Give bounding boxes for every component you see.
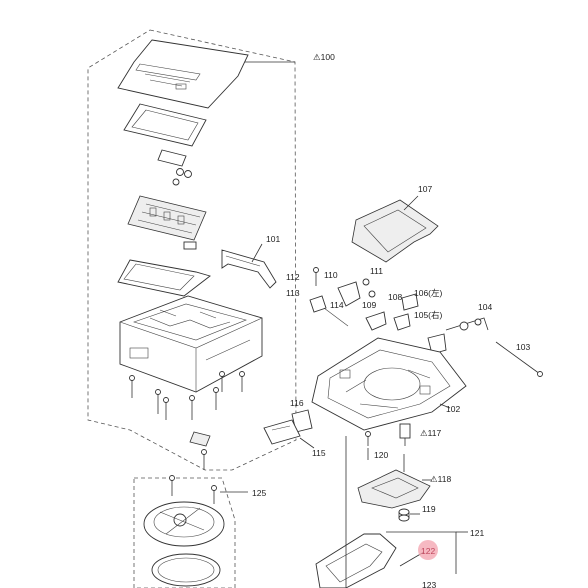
label-121: 121 bbox=[470, 528, 484, 538]
label-103: 103 bbox=[516, 342, 530, 352]
leader-101 bbox=[251, 243, 263, 263]
part-lid-housing bbox=[119, 295, 263, 393]
label-120: 120 bbox=[374, 450, 388, 460]
label-110: 110 bbox=[324, 270, 338, 280]
part-119-ferrite bbox=[398, 508, 410, 522]
group-100-dashed-boundary bbox=[87, 29, 297, 471]
part-hinge-clip bbox=[189, 431, 211, 447]
label-113: 113 bbox=[286, 288, 300, 298]
part-100-top-cover bbox=[117, 39, 249, 109]
part-seal-ring bbox=[117, 259, 211, 297]
label-102: 102 bbox=[446, 404, 460, 414]
part-120-screw bbox=[365, 431, 371, 446]
part-115-button-assembly bbox=[263, 419, 301, 445]
label-117: ⚠117 bbox=[420, 428, 441, 438]
label-115: 115 bbox=[312, 448, 326, 458]
label-112: 112 bbox=[286, 272, 300, 282]
label-111: 111 bbox=[370, 266, 383, 276]
label-123: 123 bbox=[422, 580, 436, 588]
part-113-bracket bbox=[309, 295, 327, 313]
label-119: 119 bbox=[422, 504, 436, 514]
label-104: 104 bbox=[478, 302, 492, 312]
part-121-inner-pot bbox=[315, 533, 397, 588]
part-111-spring bbox=[362, 278, 376, 298]
leader-107 bbox=[403, 195, 419, 211]
leader-115 bbox=[299, 437, 315, 449]
part-connector bbox=[183, 241, 197, 250]
part-106-hinge-left bbox=[401, 293, 419, 311]
part-control-board bbox=[127, 195, 207, 241]
part-inner-lid-gasket bbox=[151, 553, 221, 587]
part-103-shaft-end bbox=[537, 371, 543, 377]
part-small-button bbox=[157, 149, 187, 167]
part-bottom-screw bbox=[201, 449, 207, 470]
part-109-latch bbox=[365, 311, 387, 331]
highlight-marker-122[interactable] bbox=[418, 540, 438, 560]
label-116: 116 bbox=[290, 398, 304, 408]
leader-102 bbox=[439, 403, 451, 409]
part-107-plate bbox=[351, 199, 439, 263]
part-103-hinge-shaft bbox=[495, 341, 541, 375]
label-106: 106(左) bbox=[414, 288, 443, 298]
part-101-side-cover bbox=[221, 249, 277, 289]
label-108: 108 bbox=[388, 292, 402, 302]
part-102-body-frame bbox=[311, 337, 467, 431]
part-frame-gasket bbox=[123, 103, 207, 147]
label-125: 125 bbox=[252, 488, 266, 498]
label-100: ⚠100 bbox=[313, 52, 335, 62]
part-seal-ring-inner bbox=[123, 263, 195, 291]
part-117-sensor bbox=[399, 423, 411, 446]
label-107: 107 bbox=[418, 184, 432, 194]
label-101: 101 bbox=[266, 234, 280, 244]
part-small-springs bbox=[172, 168, 192, 186]
label-118: ⚠118 bbox=[430, 474, 451, 484]
part-110-bracket bbox=[337, 281, 361, 307]
label-105: 105(右) bbox=[414, 310, 443, 320]
group-125-dashed-boundary bbox=[133, 477, 236, 588]
label-109: 109 bbox=[362, 300, 376, 310]
part-112-screw bbox=[313, 267, 319, 286]
label-122: 122 bbox=[421, 546, 435, 556]
label-114: 114 bbox=[330, 300, 344, 310]
part-105-hinge-right bbox=[427, 333, 447, 355]
part-118-heater bbox=[357, 454, 431, 509]
part-104-hinge-spring bbox=[445, 317, 489, 331]
part-lid-screws bbox=[129, 371, 245, 420]
part-125-inner-lid bbox=[143, 475, 225, 547]
part-108-clip bbox=[393, 313, 411, 331]
part-114-wire bbox=[323, 307, 349, 327]
